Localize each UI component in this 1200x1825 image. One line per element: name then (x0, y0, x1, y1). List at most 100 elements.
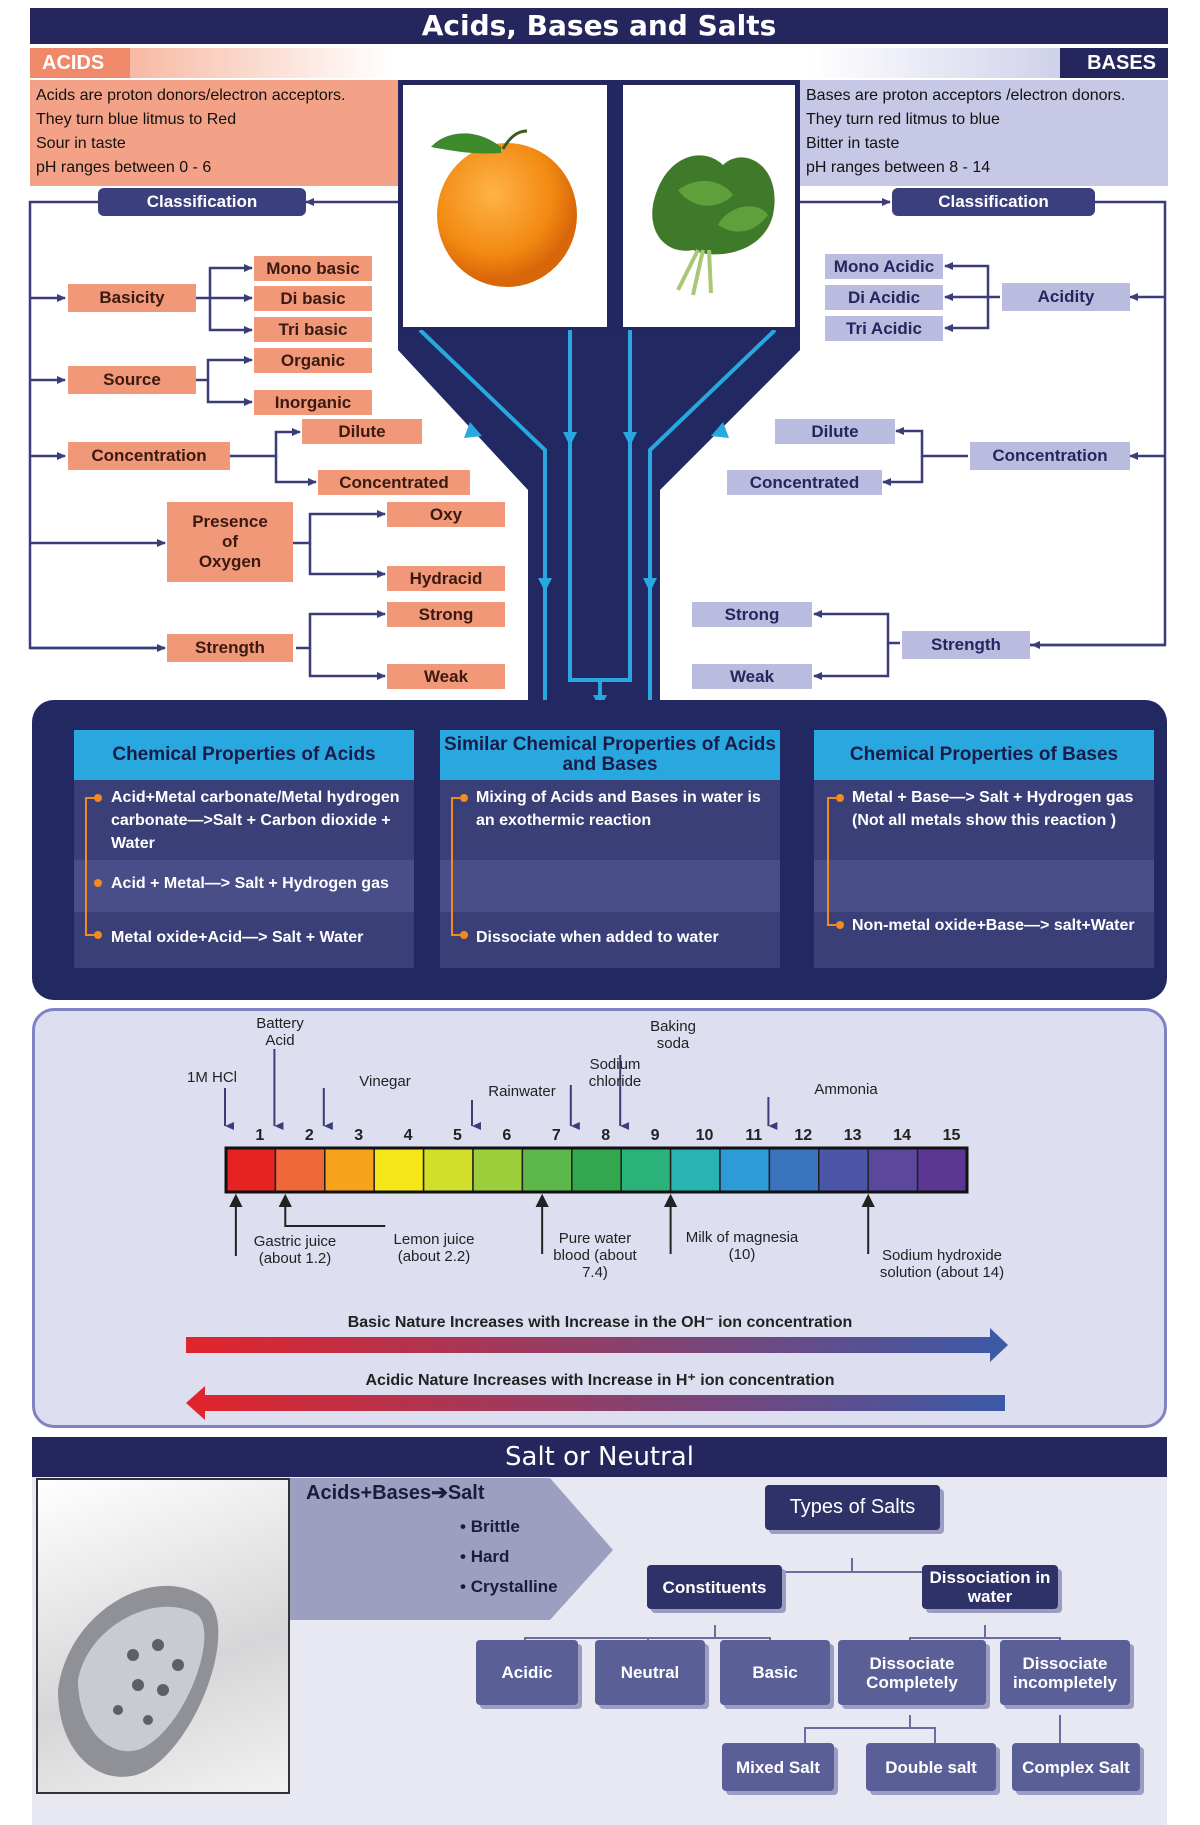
complex-salt: Complex Salt (1012, 1743, 1140, 1791)
base-strength-strong: Strong (692, 602, 812, 627)
bullet-dot (94, 879, 102, 887)
basicity-label: Basicity (68, 284, 196, 312)
similar-properties-title: Similar Chemical Properties of Acids and… (440, 730, 780, 780)
similar-property: Dissociate when added to water (476, 929, 719, 946)
ph-label-sodium-chloride: Sodium chloride (588, 1056, 642, 1090)
acidic-nature-arrow (186, 1386, 1005, 1420)
ph-number-7: 7 (551, 1127, 561, 1144)
acid-concentration-label: Concentration (68, 442, 230, 470)
salt-formula-arrow (290, 1478, 613, 1620)
bases-classification: Classification (892, 188, 1095, 216)
base-strength-label: Strength (902, 631, 1030, 659)
ph-number-2: 2 (304, 1127, 314, 1144)
acids-header-fade (130, 48, 390, 78)
ph-cell-8 (571, 1147, 622, 1193)
ph-scale-frame (224, 1146, 969, 1194)
acids-description-line: Sour in taste (36, 135, 126, 152)
acid-property: Acid+Metal carbonate/Metal hydrogen carb… (111, 789, 400, 852)
base-property: Metal + Base—> Salt + Hydrogen gas (Not … (852, 789, 1134, 829)
ph-bottom-arrowhead (278, 1193, 292, 1207)
ph-cell-3 (324, 1147, 375, 1193)
salt-properties-list: • Brittle • Hard • Crystalline (460, 1512, 558, 1602)
oxygen-oxy: Oxy (387, 502, 505, 527)
bases-description-line: pH ranges between 8 - 14 (806, 159, 991, 176)
types-of-salts: Types of Salts (765, 1485, 940, 1530)
bullet-dot (94, 794, 102, 802)
salt-neutral: Neutral (595, 1640, 705, 1705)
ph-number-4: 4 (403, 1127, 413, 1144)
ph-cell-5 (422, 1147, 474, 1193)
flow-arrow (623, 432, 637, 446)
ph-cell-12 (768, 1147, 820, 1193)
ph-cell-4 (373, 1147, 425, 1193)
ph-cell-1 (225, 1147, 277, 1193)
ph-label-lemon-juice: Lemon juice (about 2.2) (393, 1231, 475, 1265)
salt-property-text: Hard (470, 1547, 510, 1566)
ph-label-gastric-juice: Gastric juice (about 1.2) (253, 1233, 337, 1267)
ph-label-rainwater: Rainwater (488, 1083, 556, 1100)
ph-cell-15 (916, 1147, 968, 1193)
ph-number-3: 3 (354, 1127, 364, 1144)
acidity-tri: Tri Acidic (825, 316, 943, 341)
acid-strength-strong: Strong (387, 602, 505, 627)
ph-cell-13 (818, 1147, 869, 1193)
ph-label-pure-water: Pure water blood (about 7.4) (553, 1230, 637, 1281)
acid-properties-title: Chemical Properties of Acids (74, 730, 414, 780)
bullet-dot (94, 931, 102, 939)
double-salt: Double salt (866, 1743, 996, 1791)
presence-of-oxygen-line: of (221, 532, 239, 551)
salt-formula: Acids+Bases➔Salt (306, 1482, 485, 1504)
presence-of-oxygen-line: Oxygen (198, 552, 262, 571)
bases-header: BASES (1060, 48, 1168, 78)
ph-number-6: 6 (502, 1127, 512, 1144)
base-concentration-concentrated: Concentrated (727, 470, 882, 495)
mixed-salt: Mixed Salt (722, 1743, 834, 1791)
oxygen-hydracid: Hydracid (387, 566, 505, 591)
flow-arrow (464, 422, 482, 438)
bases-header-fade (810, 48, 1060, 78)
salt-shaker-image (36, 1478, 290, 1794)
ph-label-1m-hcl: 1M HCl (186, 1069, 237, 1086)
acid-strength-weak: Weak (387, 664, 505, 689)
ph-bottom-arrowhead (535, 1193, 549, 1207)
source-label: Source (68, 366, 196, 394)
base-concentration-label: Concentration (970, 442, 1130, 470)
ph-number-14: 14 (893, 1127, 911, 1144)
basic-nature-text: Basic Nature Increases with Increase in … (347, 1314, 853, 1331)
property-bullets (85, 794, 844, 939)
row-stripe (440, 860, 780, 912)
basicity-di: Di basic (254, 286, 372, 311)
salt-property-item: • Crystalline (460, 1577, 558, 1596)
ph-cell-7 (521, 1147, 573, 1193)
ph-number-10: 10 (695, 1127, 714, 1144)
basicity-mono: Mono basic (254, 256, 372, 281)
flow-arrow (711, 422, 729, 438)
page-title: Acids, Bases and Salts (30, 8, 1168, 44)
base-strength-weak: Weak (692, 664, 812, 689)
salt-acidic: Acidic (476, 1640, 578, 1705)
ph-cell-2 (274, 1147, 326, 1193)
ph-label-battery-acid: Battery Acid (256, 1015, 304, 1049)
row-stripe (74, 860, 414, 912)
ph-number-13: 13 (843, 1127, 862, 1144)
ph-number-15: 15 (942, 1127, 961, 1144)
ph-scale-graphic (186, 1049, 1008, 1420)
base-concentration-dilute: Dilute (775, 419, 895, 444)
ph-number-11: 11 (745, 1127, 763, 1144)
row-stripe (814, 860, 1154, 912)
dissociate-incompletely: Dissociate incompletely (1000, 1640, 1130, 1705)
presence-of-oxygen-label: Presence of Oxygen (167, 502, 293, 582)
acidity-di: Di Acidic (825, 285, 943, 310)
presence-of-oxygen-line: Presence (192, 512, 268, 531)
salt-property-text: Brittle (470, 1517, 520, 1536)
dissociation-box: Dissociation in water (922, 1565, 1058, 1609)
flow-arrow (643, 578, 657, 592)
spinach-image (620, 82, 798, 330)
ph-bottom-arrowhead (861, 1193, 875, 1207)
spinach-icon (652, 155, 775, 296)
ph-cell-6 (472, 1147, 524, 1193)
acid-concentration-concentrated: Concentrated (318, 470, 470, 495)
base-properties-title: Chemical Properties of Bases (814, 730, 1154, 780)
bases-description-line: They turn red litmus to blue (806, 111, 1000, 128)
acidic-nature-text: Acidic Nature Increases with Increase in… (365, 1372, 835, 1389)
